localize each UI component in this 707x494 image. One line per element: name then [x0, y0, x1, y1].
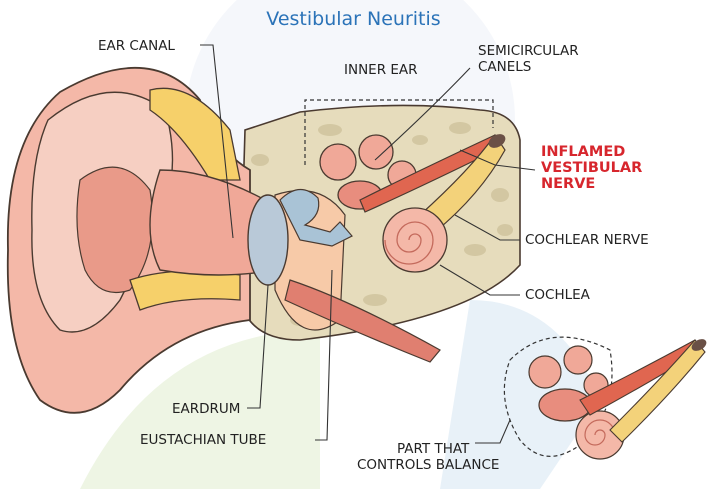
- label-inflamed-line3: NERVE: [541, 177, 595, 192]
- label-inflamed-line1: INFLAMED: [541, 145, 625, 160]
- label-semicircular-line2: CANELS: [478, 60, 531, 74]
- label-inflamed-line2: VESTIBULAR: [541, 161, 642, 176]
- eardrum: [248, 195, 288, 285]
- cochlea: [383, 208, 447, 272]
- label-cochlear-nerve: COCHLEAR NERVE: [525, 233, 649, 247]
- label-balance-line2: CONTROLS BALANCE: [357, 458, 499, 472]
- label-ear-canal: EAR CANAL: [98, 39, 175, 53]
- label-semicircular-line1: SEMICIRCULAR: [478, 44, 579, 58]
- label-eardrum: EARDRUM: [172, 402, 240, 416]
- label-inner-ear: INNER EAR: [344, 63, 418, 77]
- label-cochlea: COCHLEA: [525, 288, 590, 302]
- label-eustachian-tube: EUSTACHIAN TUBE: [140, 433, 266, 447]
- diagram-title: Vestibular Neuritis: [0, 8, 707, 30]
- label-balance-line1: PART THAT: [397, 442, 469, 456]
